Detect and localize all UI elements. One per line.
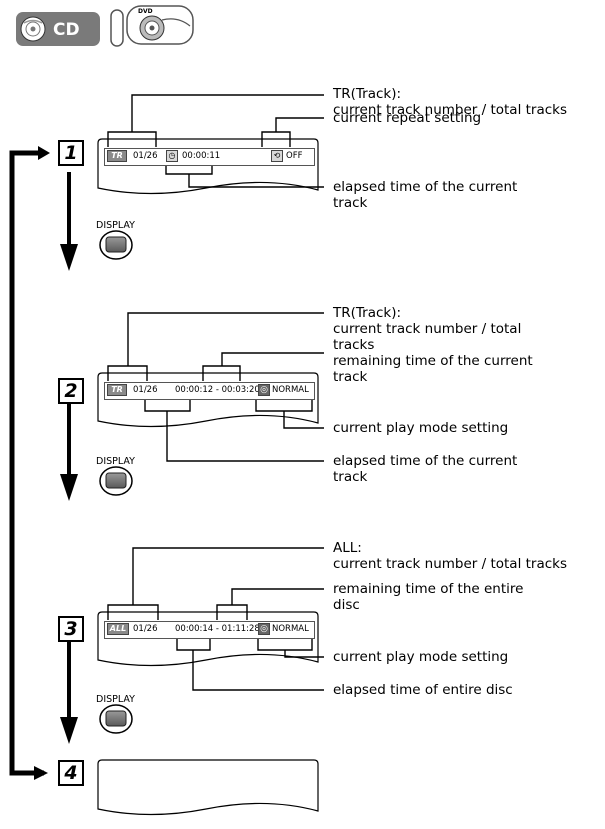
step-number-2: 2	[58, 378, 84, 404]
step-number-1: 1	[58, 140, 84, 166]
all-badge: ALL	[107, 623, 129, 635]
step-3-track-desc: current track number / total tracks	[333, 556, 568, 572]
repeat-readout: OFF	[286, 151, 303, 161]
display-button-label-1: DISPLAY	[96, 220, 135, 231]
display-button-label-3: DISPLAY	[96, 694, 135, 705]
callouts-step-1	[107, 94, 324, 188]
step-3-elapsed-label: elapsed time of entire disc	[333, 682, 513, 698]
loop-back-arrow	[9, 146, 50, 776]
down-arrow-2	[60, 402, 78, 501]
step-2-elapsed-label-2: track	[333, 469, 368, 485]
on-screen-display-2: TR 01/26 00:00:12 - 00:03:20 ◎ NORMAL	[104, 382, 315, 400]
time-readout: 00:00:11	[182, 151, 221, 161]
step-2-elapsed-label: elapsed time of the current	[333, 453, 518, 469]
display-button-label-2: DISPLAY	[96, 456, 135, 467]
step-number-4: 4	[58, 760, 84, 786]
play-mode-readout: NORMAL	[272, 385, 309, 395]
step-1-elapsed-label-2: track	[333, 195, 368, 211]
dvd-logo	[110, 5, 194, 47]
callouts-step-3	[107, 547, 324, 691]
display-button-1	[99, 230, 133, 260]
track-readout: 01/26	[133, 624, 158, 634]
step-1-track-label: TR(Track):	[333, 86, 402, 102]
repeat-icon: ⟲	[271, 150, 283, 162]
step-2-play-mode-label: current play mode setting	[333, 420, 509, 436]
screen-panel-4	[97, 759, 319, 816]
step-3-all-label: ALL:	[333, 540, 362, 556]
track-badge: TR	[107, 384, 127, 396]
play-mode-readout: NORMAL	[272, 624, 309, 634]
step-2-track-desc-2: tracks	[333, 337, 375, 353]
step-2-track-desc: current track number / total	[333, 321, 522, 337]
step-2-remaining-label: remaining time of the current	[333, 353, 533, 369]
step-2-remaining-label-2: track	[333, 369, 368, 385]
step-1-track-desc: current track number / total tracks	[333, 102, 568, 118]
step-2-track-label: TR(Track):	[333, 305, 402, 321]
step-number-3: 3	[58, 616, 84, 642]
display-button-2	[99, 466, 133, 496]
track-readout: 01/26	[133, 151, 158, 161]
step-3-remaining-label: remaining time of the entire	[333, 581, 524, 597]
time-readout: 00:00:14 - 01:11:28	[175, 624, 260, 634]
play-mode-icon: ◎	[258, 384, 270, 396]
step-1-elapsed-label: elapsed time of the current	[333, 179, 518, 195]
step-1-repeat-label: current repeat setting	[333, 110, 482, 126]
cd-logo	[16, 12, 100, 46]
clock-icon: ◷	[166, 150, 178, 162]
on-screen-display-3: ALL 01/26 00:00:14 - 01:11:28 ◎ NORMAL	[104, 621, 315, 639]
step-4-arrow-in	[34, 766, 48, 780]
on-screen-display-1: TR 01/26 ◷ 00:00:11 ⟲ OFF	[104, 148, 315, 166]
track-badge: TR	[107, 150, 127, 162]
down-arrow-1	[60, 172, 78, 271]
play-mode-icon: ◎	[258, 623, 270, 635]
track-readout: 01/26	[133, 385, 158, 395]
dvd-logo-text: DVD	[138, 8, 153, 15]
step-3-remaining-label-2: disc	[333, 597, 360, 613]
callouts-step-2	[107, 312, 324, 462]
down-arrow-3	[60, 640, 78, 744]
time-readout: 00:00:12 - 00:03:20	[175, 385, 260, 395]
display-button-3	[99, 704, 133, 734]
step-3-play-mode-label: current play mode setting	[333, 649, 509, 665]
cd-logo-text: CD	[53, 20, 80, 40]
